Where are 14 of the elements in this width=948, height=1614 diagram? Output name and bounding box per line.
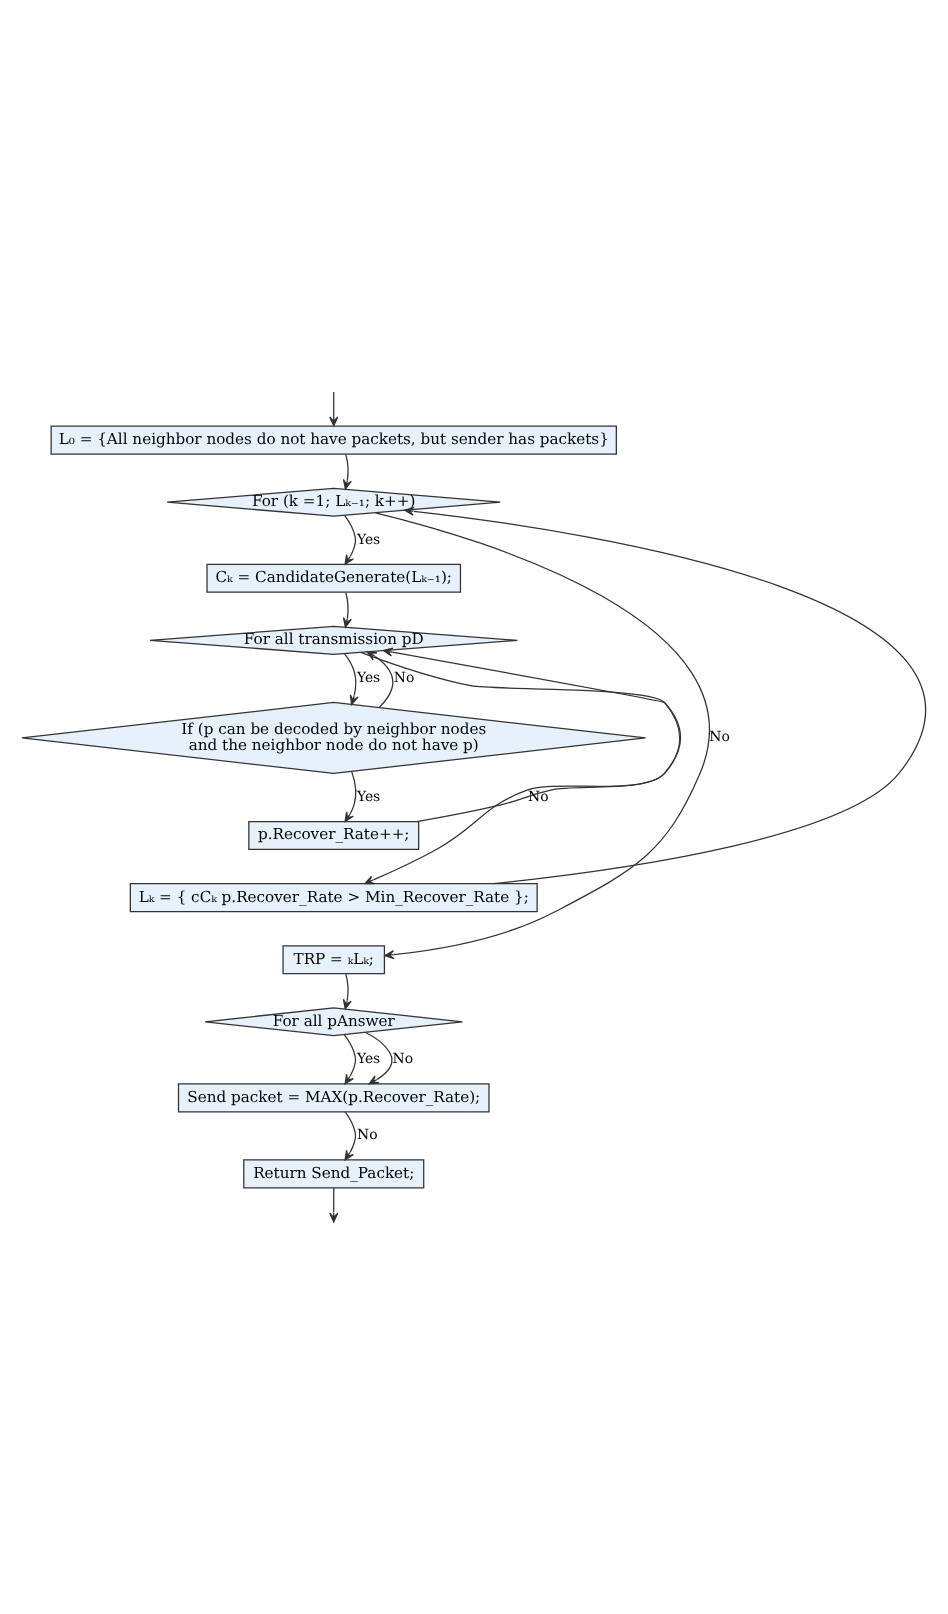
arrow: [366, 651, 394, 708]
arrow: [342, 592, 352, 628]
arrow: [360, 651, 681, 885]
arrow: [344, 770, 357, 823]
arrow: [344, 1111, 357, 1161]
arrow: [342, 454, 352, 490]
arrow: [382, 647, 681, 823]
arrow: [342, 973, 352, 1010]
arrow: [374, 512, 710, 960]
arrow: [344, 653, 359, 706]
arrow: [364, 1031, 393, 1085]
arrow: [344, 515, 357, 565]
arrow: [404, 506, 925, 885]
arrow: [343, 1034, 357, 1085]
